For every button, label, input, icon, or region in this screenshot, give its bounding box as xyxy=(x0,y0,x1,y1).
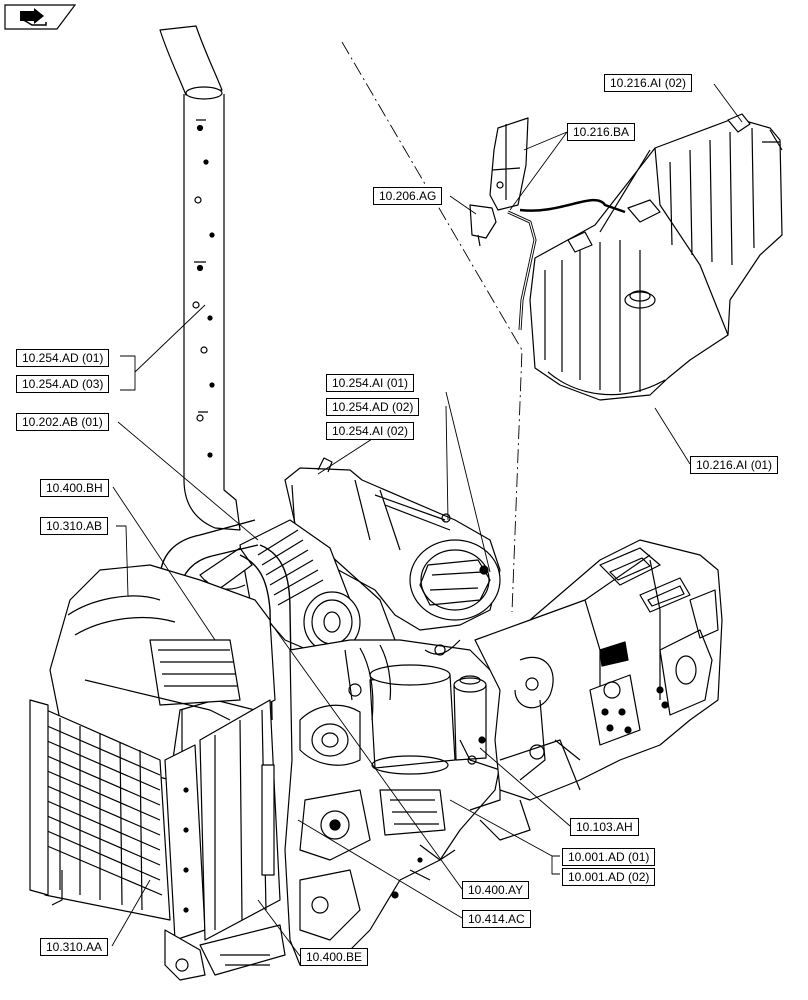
label-10-254-ad-02[interactable]: 10.254.AD (02) xyxy=(326,398,420,416)
label-10-400-be[interactable]: 10.400.BE xyxy=(300,948,369,966)
leader-lines xyxy=(111,83,743,957)
transmission-housing xyxy=(467,539,723,841)
label-10-254-ai-01[interactable]: 10.254.AI (01) xyxy=(326,374,415,392)
def-line-bracket xyxy=(469,117,626,331)
label-10-254-ad-03[interactable]: 10.254.AD (03) xyxy=(16,375,110,393)
label-10-216-ba[interactable]: 10.216.BA xyxy=(567,123,636,141)
label-10-400-ay[interactable]: 10.400.AY xyxy=(462,881,530,899)
air-cleaner xyxy=(199,519,361,656)
exhaust-stack xyxy=(159,25,241,531)
label-10-310-aa[interactable]: 10.310.AA xyxy=(40,938,109,956)
label-10-254-ai-02[interactable]: 10.254.AI (02) xyxy=(326,422,415,440)
label-10-001-ad-01[interactable]: 10.001.AD (01) xyxy=(562,848,656,866)
label-10-206-ag[interactable]: 10.206.AG xyxy=(373,187,443,205)
label-10-202-ab-01[interactable]: 10.202.AB (01) xyxy=(16,413,109,431)
label-10-216-ai-02[interactable]: 10.216.AI (02) xyxy=(604,74,693,92)
book-arrow-icon[interactable] xyxy=(4,4,77,30)
label-10-414-ac[interactable]: 10.414.AC xyxy=(462,910,531,928)
label-10-310-ab[interactable]: 10.310.AB xyxy=(40,517,109,535)
engine-block xyxy=(284,639,506,966)
label-10-103-ah[interactable]: 10.103.AH xyxy=(570,818,639,836)
label-10-001-ad-02[interactable]: 10.001.AD (02) xyxy=(562,868,656,886)
def-tank xyxy=(529,113,783,401)
label-10-400-bh[interactable]: 10.400.BH xyxy=(40,479,109,497)
label-10-254-ad-01[interactable]: 10.254.AD (01) xyxy=(16,349,110,367)
cooling-package xyxy=(29,564,286,981)
phantom-line xyxy=(341,41,523,613)
label-10-216-ai-01[interactable]: 10.216.AI (01) xyxy=(690,456,779,474)
